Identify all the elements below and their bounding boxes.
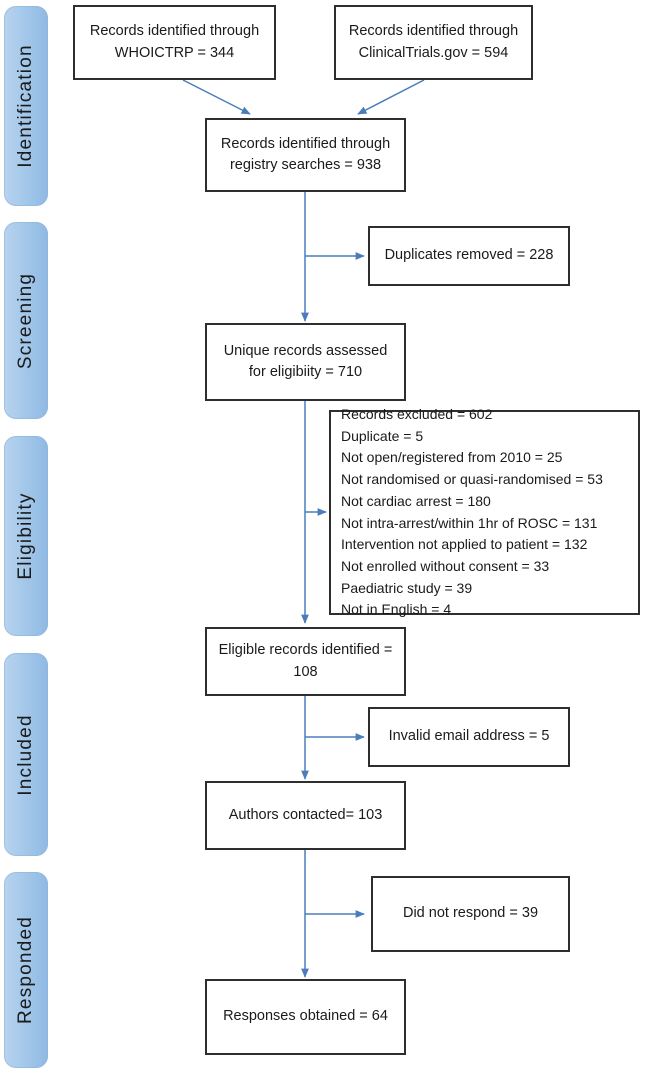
- box-records-excluded: Records excluded = 602 Duplicate = 5 Not…: [329, 406, 640, 617]
- arrow-whoictrp-to-registry: [182, 79, 251, 115]
- box-text-registry-total: Records identified through registry sear…: [220, 135, 391, 173]
- stage-bar-eligibility: Eligibility: [4, 436, 48, 636]
- stage-bar-identification: Identification: [4, 6, 48, 206]
- box-responses-obtained: Responses obtained = 64: [205, 979, 406, 1055]
- box-text-authors-contacted: Authors contacted= 103: [228, 806, 383, 823]
- box-unique-records-assessed: Unique records assessed for eligibiity =…: [205, 323, 406, 401]
- stage-label-responded: Responded: [15, 916, 36, 1024]
- stage-label-included: Included: [15, 713, 36, 796]
- box-records-registry-total: Records identified through registry sear…: [205, 118, 406, 192]
- box-records-clinicaltrials: Records identified through ClinicalTrial…: [334, 5, 533, 80]
- stage-bar-responded: Responded: [4, 872, 48, 1068]
- box-authors-contacted: Authors contacted= 103: [205, 781, 406, 850]
- box-duplicates-removed: Duplicates removed = 228: [368, 226, 570, 286]
- box-text-unique-records-assessed: Unique records assessed for eligibiity =…: [223, 342, 388, 380]
- box-records-whoictrp: Records identified through WHOICTRP = 34…: [73, 5, 276, 80]
- stage-label-identification: Identification: [15, 44, 36, 168]
- box-text-invalid-email-address: Invalid email address = 5: [388, 728, 550, 745]
- box-eligible-records-identified: Eligible records identified = 108: [205, 627, 406, 696]
- stage-label-screening: Screening: [15, 272, 36, 369]
- stage-label-eligibility: Eligibility: [15, 492, 36, 580]
- box-invalid-email-address: Invalid email address = 5: [368, 707, 570, 767]
- box-text-responses-obtained: Responses obtained = 64: [223, 1008, 388, 1025]
- box-text-clinicaltrials: Records identified through ClinicalTrial…: [348, 23, 519, 61]
- arrow-clinicaltrials-to-registry: [357, 79, 425, 115]
- box-text-eligible-records-identified: Eligible records identified = 108: [218, 642, 393, 680]
- box-text-whoictrp: Records identified through WHOICTRP = 34…: [89, 23, 260, 61]
- box-did-not-respond: Did not respond = 39: [371, 876, 570, 952]
- stage-bar-screening: Screening: [4, 222, 48, 419]
- stage-bar-included: Included: [4, 653, 48, 856]
- box-text-duplicates-removed: Duplicates removed = 228: [384, 247, 554, 264]
- box-text-did-not-respond: Did not respond = 39: [402, 905, 539, 922]
- box-text-records-excluded: Records excluded = 602 Duplicate = 5 Not…: [341, 406, 603, 618]
